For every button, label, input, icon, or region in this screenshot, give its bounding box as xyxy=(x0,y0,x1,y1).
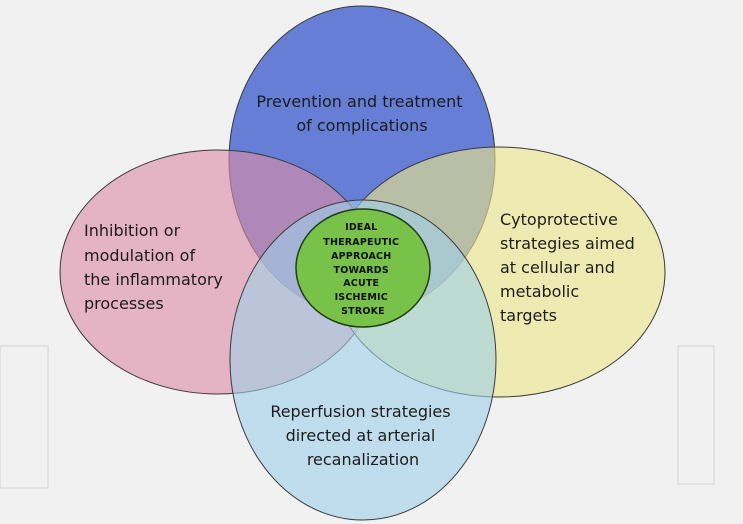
top-label: Prevention and treatment of complication… xyxy=(256,92,467,135)
right-label-line: targets xyxy=(500,306,557,325)
ellipse-bottom xyxy=(229,199,497,521)
right-label: Cytoprotective strategies aimed at cellu… xyxy=(500,210,640,325)
center-line: IDEAL xyxy=(345,222,377,233)
bottom-label-line: Reperfusion strategies xyxy=(270,402,450,421)
center-line: STROKE xyxy=(341,306,385,317)
bottom-label: Reperfusion strategies directed at arter… xyxy=(270,402,455,469)
right-label-line: metabolic xyxy=(500,282,579,301)
bottom-label-line: recanalization xyxy=(307,450,419,469)
top-label-line: Prevention and treatment xyxy=(256,92,462,111)
center-label: IDEAL THERAPEUTIC APPROACH TOWARDS ACUTE… xyxy=(323,222,402,317)
right-label-line: Cytoprotective xyxy=(500,210,618,229)
center-line: ISCHEMIC xyxy=(335,292,388,303)
frame-left xyxy=(0,345,49,489)
left-label-line: the inflammatory xyxy=(84,270,223,289)
right-label-line: at cellular and xyxy=(500,258,615,277)
left-label-line: modulation of xyxy=(84,246,195,265)
center-core xyxy=(295,208,431,328)
center-line: APPROACH xyxy=(331,251,391,262)
frame-right xyxy=(677,345,715,485)
center-line: TOWARDS xyxy=(334,265,389,276)
right-label-line: strategies aimed xyxy=(500,234,635,253)
center-line: ACUTE xyxy=(343,278,379,289)
left-label-line: Inhibition or xyxy=(84,221,181,240)
left-label: Inhibition or modulation of the inflamma… xyxy=(84,221,228,313)
bottom-label-line: directed at arterial xyxy=(286,426,436,445)
left-label-line: processes xyxy=(84,294,164,313)
center-line: THERAPEUTIC xyxy=(323,237,399,248)
top-label-line: of complications xyxy=(296,116,427,135)
